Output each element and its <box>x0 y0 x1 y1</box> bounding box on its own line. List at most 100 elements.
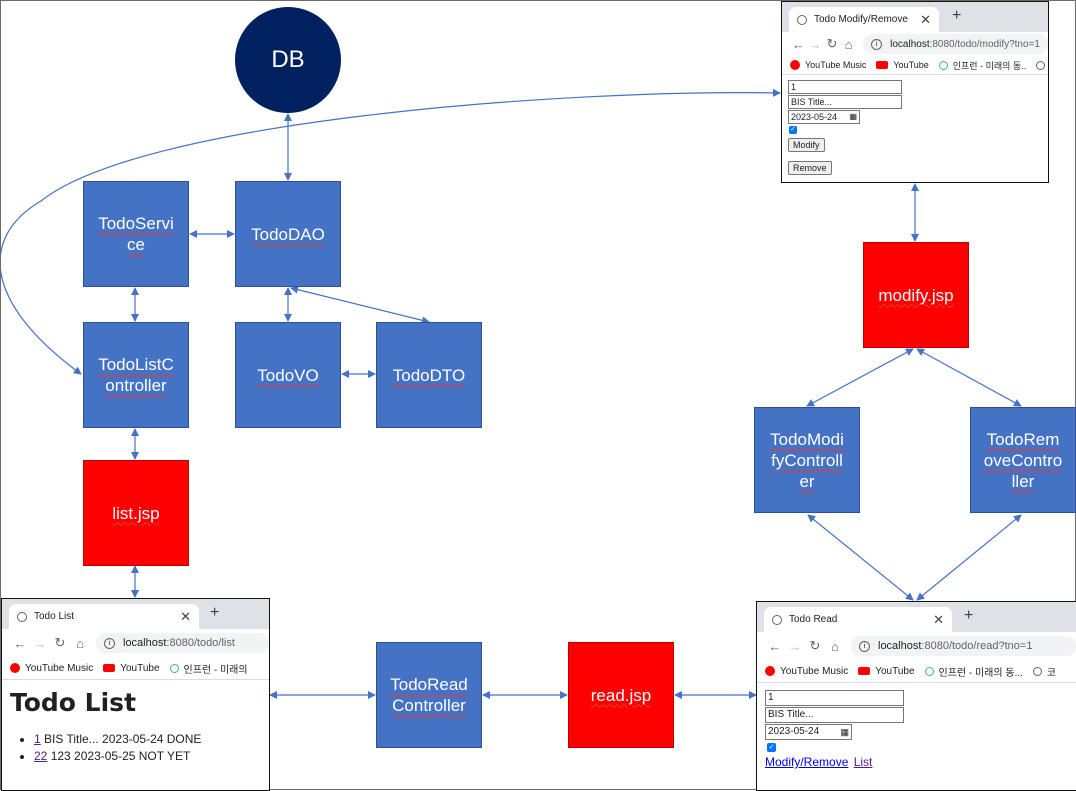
bookmark-inflearn[interactable]: 인프런 - 미래의 <box>169 661 248 676</box>
new-tab-icon[interactable]: + <box>964 607 974 624</box>
todo-text: BIS Title... 2023-05-24 DONE <box>40 732 202 746</box>
title-input[interactable]: BIS Title... <box>788 95 902 109</box>
todo-remove-controller-label-line3: ller <box>1011 471 1035 491</box>
youtube-icon <box>876 61 889 69</box>
modify-button[interactable]: Modify <box>788 138 825 152</box>
bookmark-youtube[interactable]: YouTube <box>858 665 915 677</box>
list-link[interactable]: List <box>853 755 873 769</box>
link-dao-dto <box>290 285 430 325</box>
finished-checkbox[interactable]: ✓ <box>767 743 776 752</box>
forward-icon[interactable]: → <box>808 36 822 52</box>
modify-remove-link[interactable]: Modify/Remove <box>765 755 849 769</box>
forward-icon[interactable]: → <box>33 635 47 651</box>
list-item: 22 123 2023-05-25 NOT YET <box>34 748 261 765</box>
link-listcontroller-modifywindow <box>1 88 781 375</box>
list-jsp-node: list.jsp <box>83 460 189 566</box>
read-page-content: 1 BIS Title... 2023-05-24▦ ✓ Modify/Remo… <box>757 683 1076 769</box>
bookmark-label: YouTube <box>875 665 915 677</box>
modify-jsp-node: modify.jsp <box>863 242 969 348</box>
bookmark-youtube-music[interactable]: YouTube Music <box>10 663 93 674</box>
globe-icon <box>1036 60 1046 70</box>
bookmark-other[interactable]: 코 <box>1036 59 1048 72</box>
todo-service-label-line2: ce <box>127 235 145 254</box>
todo-link[interactable]: 22 <box>34 749 48 763</box>
tno-input[interactable]: 1 <box>765 690 904 706</box>
remove-button[interactable]: Remove <box>788 161 832 175</box>
date-value: 2023-05-24 <box>791 112 838 122</box>
inflearn-icon <box>938 60 948 70</box>
bookmark-youtube-music[interactable]: YouTube Music <box>790 60 866 70</box>
todo-remove-controller-label-line2: oveContro <box>983 450 1063 470</box>
info-icon[interactable]: i <box>859 640 870 652</box>
todo-link[interactable]: 1 <box>34 732 41 746</box>
bookmark-youtube[interactable]: YouTube <box>103 662 160 674</box>
todo-vo-node: TodoVO <box>235 322 341 428</box>
todo-dto-node: TodoDTO <box>376 322 482 428</box>
title-input[interactable]: BIS Title... <box>765 707 904 723</box>
url-host: localhost <box>123 637 167 649</box>
address-bar[interactable]: i localhost:8080/todo/read?tno=1 <box>851 636 1076 656</box>
todo-modify-controller-label-line1: TodoModi <box>770 429 844 449</box>
todo-modify-controller-label-line2: fyControll <box>771 450 843 470</box>
back-icon[interactable]: ← <box>13 635 27 651</box>
bookmark-inflearn[interactable]: 인프런 - 미래의 동.. <box>938 59 1027 72</box>
reload-icon[interactable]: ↻ <box>809 638 821 653</box>
info-icon[interactable]: i <box>104 637 115 649</box>
bookmark-label: 인프런 - 미래의 <box>183 664 248 676</box>
tno-input[interactable]: 1 <box>788 80 902 94</box>
page-heading: Todo List <box>10 688 137 717</box>
url-path: :8080/todo/list <box>166 637 235 649</box>
close-tab-icon[interactable]: ✕ <box>180 609 191 624</box>
back-icon[interactable]: ← <box>768 638 782 654</box>
home-icon[interactable]: ⌂ <box>844 36 853 52</box>
close-tab-icon[interactable]: ✕ <box>933 612 944 627</box>
back-icon[interactable]: ← <box>791 36 805 52</box>
tab-read[interactable]: Todo Read ✕ <box>764 607 952 632</box>
reload-icon[interactable]: ↻ <box>54 635 66 650</box>
bookmark-youtube[interactable]: YouTube <box>876 60 929 70</box>
list-item: 1 BIS Title... 2023-05-24 DONE <box>34 731 261 748</box>
info-icon[interactable]: i <box>871 38 883 50</box>
todo-list: 1 BIS Title... 2023-05-24 DONE 22 123 20… <box>10 731 261 765</box>
calendar-icon[interactable]: ▦ <box>849 112 857 121</box>
inflearn-icon <box>169 663 179 673</box>
globe-icon <box>17 611 27 622</box>
date-input[interactable]: 2023-05-24 ▦ <box>788 110 860 124</box>
bookmarks-bar: YouTube Music YouTube 인프런 - 미래의 동... 코 <box>757 660 1076 683</box>
read-browser-window: Todo Read ✕ + ← → ↻ ⌂ i localhost:8080/t… <box>756 601 1076 791</box>
bookmark-label: 인프런 - 미래의 동.. <box>952 60 1027 71</box>
forward-icon[interactable]: → <box>788 638 802 654</box>
nav-toolbar: ← → ↻ ⌂ i localhost:8080/todo/modify?tno… <box>782 32 1048 56</box>
list-page-content: Todo List 1 BIS Title... 2023-05-24 DONE… <box>2 680 269 765</box>
tab-modify[interactable]: Todo Modify/Remove ✕ <box>789 7 939 32</box>
new-tab-icon[interactable]: + <box>210 604 220 621</box>
url-host: localhost <box>890 38 930 50</box>
new-tab-icon[interactable]: + <box>952 7 962 24</box>
bookmark-youtube-music[interactable]: YouTube Music <box>765 666 848 677</box>
bookmark-label: 코 <box>1046 667 1057 679</box>
todo-dto-label: TodoDTO <box>392 365 466 385</box>
close-tab-icon[interactable]: ✕ <box>920 12 931 27</box>
address-bar[interactable]: i localhost:8080/todo/modify?tno=1 <box>863 34 1048 54</box>
bookmark-label: YouTube Music <box>25 662 94 674</box>
tab-title: Todo List <box>34 611 75 622</box>
tab-list[interactable]: Todo List ✕ <box>9 604 199 629</box>
calendar-icon[interactable]: ▦ <box>840 727 849 737</box>
reload-icon[interactable]: ↻ <box>826 36 838 51</box>
bookmarks-bar: YouTube Music YouTube 인프런 - 미래의 <box>2 657 269 680</box>
link-modifyjsp-modifycontroller <box>806 348 914 407</box>
modify-jsp-label: modify.jsp <box>878 285 954 305</box>
bookmark-other[interactable]: 코 <box>1032 664 1057 679</box>
home-icon[interactable]: ⌂ <box>76 635 84 651</box>
bookmark-label: YouTube Music <box>780 665 849 677</box>
date-input[interactable]: 2023-05-24▦ <box>765 724 852 740</box>
bookmark-inflearn[interactable]: 인프런 - 미래의 동... <box>924 664 1023 679</box>
home-icon[interactable]: ⌂ <box>831 638 839 654</box>
youtube-icon <box>103 664 116 672</box>
address-bar[interactable]: i localhost:8080/todo/list <box>96 633 269 653</box>
link-modifyjsp-removecontroller <box>916 348 1022 407</box>
bookmark-label: YouTube <box>120 662 160 674</box>
finished-checkbox[interactable]: ✓ <box>789 126 797 134</box>
